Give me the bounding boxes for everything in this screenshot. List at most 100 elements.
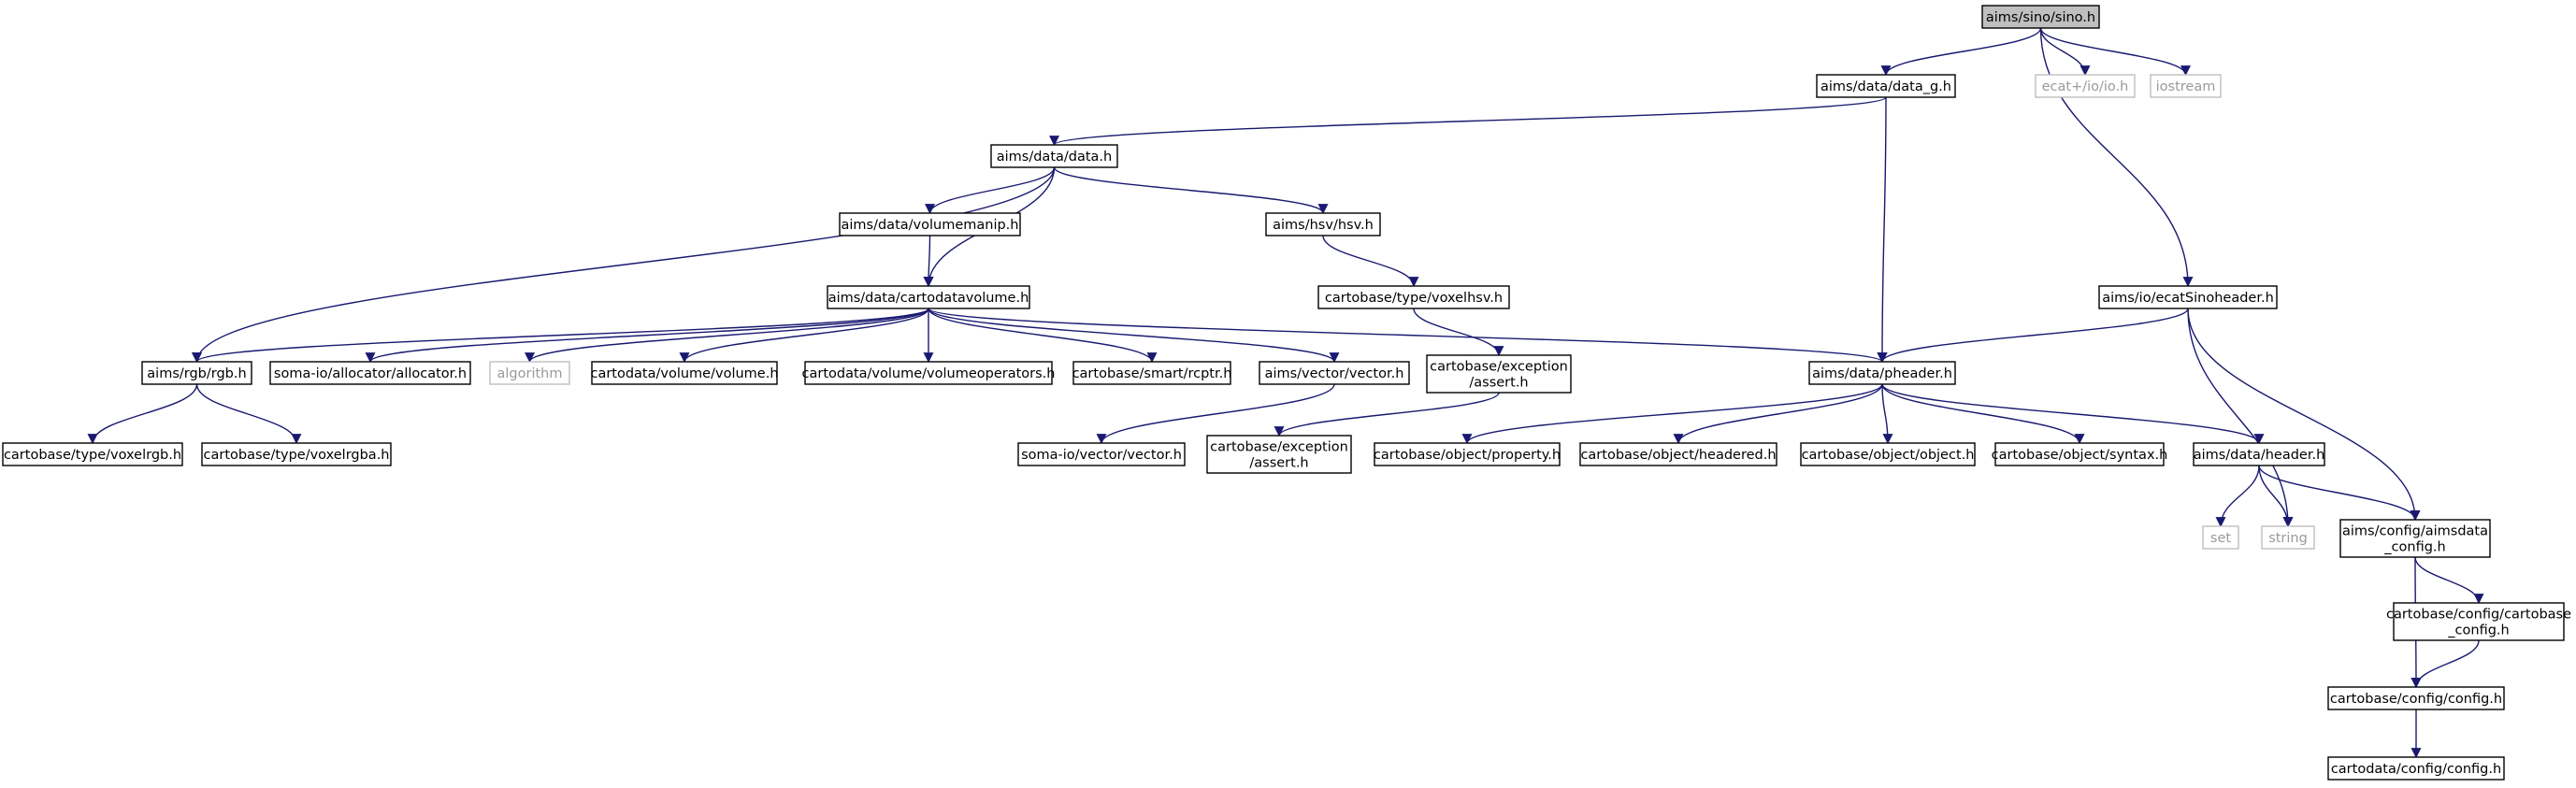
node-box	[1072, 361, 1231, 385]
node-voxelrgba[interactable]: cartobase/type/voxelrgba.h	[201, 442, 392, 466]
node-label: aims/vector/vector.h	[1265, 366, 1404, 381]
node-alloc[interactable]: soma-io/allocator/allocator.h	[269, 361, 471, 385]
edge-pheader-to-property	[1461, 383, 1883, 445]
node-label: aims/data/volumemanip.h	[842, 218, 1019, 233]
node-algorithm: algorithm	[489, 361, 570, 385]
node-ecatsino[interactable]: aims/io/ecatSinoheader.h	[2098, 285, 2278, 309]
node-box	[1265, 212, 1381, 236]
node-data_g[interactable]: aims/data/data_g.h	[1816, 74, 1956, 98]
node-assert1[interactable]: cartobase/exception/assert.h	[1426, 354, 1572, 394]
edge-datah-to-rgb	[192, 166, 1056, 364]
edge-data_g-to-pheader	[1877, 96, 1888, 364]
node-label: cartobase/config/cartobase	[2386, 608, 2571, 623]
edge-aimsdataconfig-to-cartobaseconfig	[2414, 556, 2484, 605]
edge-pheader-to-syntax	[1881, 383, 2085, 445]
node-cartobaseconfig[interactable]: cartobase/config/cartobase_config.h	[2386, 602, 2571, 641]
edge-rgb-to-voxelrgb	[87, 383, 198, 445]
node-cbconfig[interactable]: cartobase/config/config.h	[2327, 686, 2505, 710]
node-iostream: iostream	[2150, 74, 2222, 98]
edge-pheader-to-headered	[1673, 383, 1883, 445]
edge-datah-to-volmanip	[925, 166, 1056, 215]
node-box	[827, 285, 1030, 309]
node-volume[interactable]: cartodata/volume/volume.h	[590, 361, 779, 385]
node-box	[839, 212, 1021, 236]
node-rcptr[interactable]: cartobase/smart/rcptr.h	[1072, 361, 1232, 385]
node-hsv[interactable]: aims/hsv/hsv.h	[1265, 212, 1381, 236]
node-label: cartobase/exception	[1210, 440, 1348, 455]
edge-rgb-to-voxelrgba	[195, 383, 302, 445]
node-label: soma-io/allocator/allocator.h	[274, 366, 467, 381]
node-somavec[interactable]: soma-io/vector/vector.h	[1017, 442, 1186, 466]
edge-ecatsino-to-aimsdataconfig	[2187, 308, 2421, 522]
node-box	[2193, 442, 2325, 466]
edge-cdv-to-alloc	[365, 308, 929, 364]
node-label: aims/data/cartodatavolume.h	[828, 291, 1029, 306]
node-label: string	[2268, 531, 2308, 546]
node-box	[1374, 442, 1561, 466]
node-headered[interactable]: cartobase/object/headered.h	[1579, 442, 1777, 466]
node-set: set	[2202, 525, 2239, 550]
node-volmanip[interactable]: aims/data/volumemanip.h	[839, 212, 1021, 236]
node-box	[1206, 435, 1352, 474]
node-label: cartobase/type/voxelhsv.h	[1325, 291, 1503, 306]
node-object[interactable]: cartobase/object/object.h	[1800, 442, 1976, 466]
edge-datah-to-hsv	[1053, 166, 1329, 215]
edge-assert1-to-assert2	[1274, 392, 1500, 437]
node-box	[1317, 285, 1510, 309]
node-header[interactable]: aims/data/header.h	[2193, 442, 2325, 466]
edge-header-to-string	[2258, 465, 2294, 528]
node-label: cartodata/volume/volume.h	[590, 366, 778, 381]
node-label: aims/data/data_g.h	[1820, 79, 1951, 94]
node-box	[2, 442, 183, 466]
node-label: /assert.h	[1249, 456, 1308, 471]
node-box	[2261, 525, 2315, 550]
node-datah[interactable]: aims/data/data.h	[990, 144, 1118, 168]
node-box	[1426, 354, 1572, 394]
node-rgb[interactable]: aims/rgb/rgb.h	[141, 361, 252, 385]
edge-sino-to-iostream	[2039, 27, 2191, 77]
edge-header-to-set	[2215, 465, 2260, 528]
node-label: cartobase/type/voxelrgba.h	[204, 448, 390, 463]
node-label: _config.h	[2383, 540, 2445, 555]
edge-cdv-to-volume	[679, 308, 929, 364]
node-vector[interactable]: aims/vector/vector.h	[1259, 361, 1410, 385]
node-cdconfig[interactable]: cartodata/config/config.h	[2327, 756, 2505, 781]
edge-voxelhsv-to-assert1	[1413, 308, 1504, 357]
graph-edges	[87, 27, 2484, 759]
edge-cdv-to-rgb	[192, 308, 929, 364]
node-label: cartobase/object/syntax.h	[1992, 448, 2168, 463]
node-box	[2393, 602, 2565, 641]
node-cdv[interactable]: aims/data/cartodatavolume.h	[827, 285, 1030, 309]
node-assert2[interactable]: cartobase/exception/assert.h	[1206, 435, 1352, 474]
node-box	[1800, 442, 1976, 466]
edge-cdv-to-rcptr	[928, 308, 1158, 364]
node-ecatio: ecat+/io/io.h	[2035, 74, 2136, 98]
node-box	[1816, 74, 1956, 98]
edge-data_g-to-datah	[1049, 96, 1887, 147]
node-label: ecat+/io/io.h	[2042, 79, 2129, 94]
node-box	[2202, 525, 2239, 550]
node-volops[interactable]: cartodata/volume/volumeoperators.h	[802, 361, 1056, 385]
edge-ecatsino-to-pheader	[1877, 308, 2189, 364]
node-pheader[interactable]: aims/data/pheader.h	[1808, 361, 1956, 385]
edge-vector-to-somavec	[1096, 383, 1335, 445]
node-box	[1579, 442, 1777, 466]
node-voxelhsv[interactable]: cartobase/type/voxelhsv.h	[1317, 285, 1510, 309]
node-box	[1994, 442, 2165, 466]
node-aimsdataconfig[interactable]: aims/config/aimsdata_config.h	[2339, 519, 2491, 558]
edge-cdv-to-vector	[928, 308, 1340, 364]
node-box	[2339, 519, 2491, 558]
node-box	[591, 361, 778, 385]
node-label: aims/sino/sino.h	[1986, 10, 2095, 25]
node-sino[interactable]: aims/sino/sino.h	[1981, 5, 2100, 29]
node-label: aims/io/ecatSinoheader.h	[2102, 291, 2274, 306]
node-syntax[interactable]: cartobase/object/syntax.h	[1992, 442, 2168, 466]
node-property[interactable]: cartobase/object/property.h	[1374, 442, 1561, 466]
node-label: aims/data/header.h	[2194, 448, 2325, 463]
node-box	[1259, 361, 1410, 385]
node-label: cartodata/volume/volumeoperators.h	[802, 366, 1056, 381]
edge-sino-to-data_g	[1880, 27, 2042, 77]
node-box	[489, 361, 570, 385]
node-box	[990, 144, 1118, 168]
node-voxelrgb[interactable]: cartobase/type/voxelrgb.h	[2, 442, 183, 466]
